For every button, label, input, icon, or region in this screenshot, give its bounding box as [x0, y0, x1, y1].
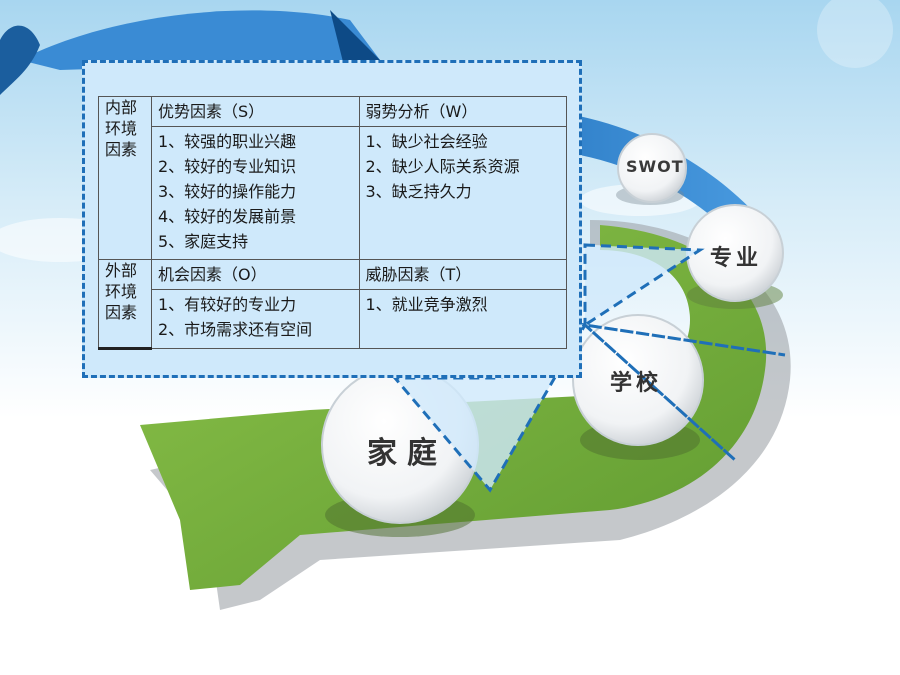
threat-item: 1、就业竞争激烈: [365, 295, 488, 314]
opportunity-item: 1、有较好的专业力: [158, 295, 297, 314]
strength-item: 4、较好的发展前景: [158, 207, 297, 226]
internal-factors-label: 内部环境因素: [98, 96, 152, 260]
weaknesses-header: 弱势分析（W）: [358, 96, 567, 127]
weakness-item: 2、缺少人际关系资源: [365, 157, 520, 176]
opportunity-item: 2、市场需求还有空间: [158, 320, 313, 339]
swot-circle-label: SWOT: [626, 157, 684, 176]
threats-header: 威胁因素（T）: [358, 259, 567, 290]
ball-major: [686, 204, 784, 309]
strength-item: 3、较好的操作能力: [158, 182, 297, 201]
swot-table: 内部环境因素 优势因素（S） 弱势分析（W） 1、较强的职业兴趣 2、较好的专业…: [98, 96, 567, 350]
strengths-list: 1、较强的职业兴趣 2、较好的专业知识 3、较好的操作能力 4、较好的发展前景 …: [151, 126, 360, 260]
weaknesses-list: 1、缺少社会经验 2、缺少人际关系资源 3、缺乏持久力: [358, 126, 567, 260]
school-circle-label: 学校: [610, 371, 663, 396]
major-circle-label: 专业: [710, 246, 763, 271]
strength-item: 5、家庭支持: [158, 232, 249, 251]
ball-school: [572, 314, 704, 460]
strength-item: 1、较强的职业兴趣: [158, 132, 297, 151]
swot-callout-box: 内部环境因素 优势因素（S） 弱势分析（W） 1、较强的职业兴趣 2、较好的专业…: [82, 60, 582, 378]
strength-item: 2、较好的专业知识: [158, 157, 297, 176]
ball-swot: [616, 133, 687, 205]
opportunities-header: 机会因素（O）: [151, 259, 360, 290]
opportunities-list: 1、有较好的专业力 2、市场需求还有空间: [151, 289, 360, 349]
external-factors-label: 外部环境因素: [98, 259, 152, 350]
weakness-item: 1、缺少社会经验: [365, 132, 488, 151]
strengths-header: 优势因素（S）: [151, 96, 360, 127]
threats-list: 1、就业竞争激烈: [358, 289, 567, 349]
callout-pointers: [391, 243, 786, 493]
weakness-item: 3、缺乏持久力: [365, 182, 472, 201]
family-circle-label: 家庭: [367, 436, 447, 471]
